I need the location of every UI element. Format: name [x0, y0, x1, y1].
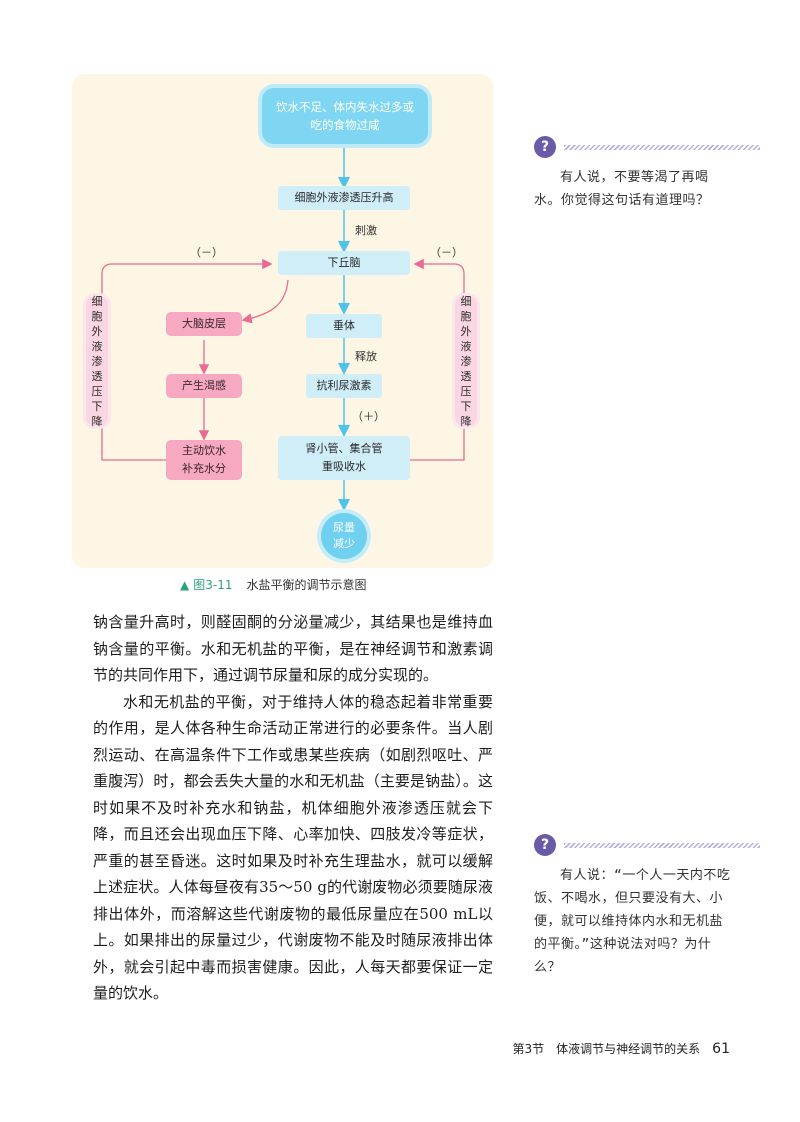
- body-text: 钠含量升高时，则醛固酮的分泌量减少，其结果也是维持血钠含量的平衡。水和无机盐的平…: [93, 609, 493, 1007]
- osmotic-up-text: 细胞外液渗透压升高: [294, 191, 394, 204]
- adh-text: 抗利尿激素: [316, 379, 372, 392]
- feedback-left-label: （－）: [190, 246, 223, 259]
- arrow-right-to-hypothalamus: [413, 258, 465, 300]
- flow-connectors: [101, 142, 465, 511]
- footer-section: 第3节 体液调节与神经调节的关系: [512, 1042, 701, 1056]
- osmotic-down-right-text: 细胞外液渗透压下降: [460, 294, 472, 428]
- caption-number: 图3-11: [193, 578, 233, 592]
- line-drink-to-left: [101, 424, 168, 461]
- osmotic-down-left-text: 细胞外液渗透压下降: [91, 294, 103, 428]
- body-paragraph-2: 水和无机盐的平衡，对于维持人体的稳态起着非常重要的作用，是人体各种生命活动正常进…: [93, 692, 493, 1003]
- kidney-node: 肾小管、集合管 重吸收水: [278, 436, 410, 480]
- figure-caption: ▲图3-11 水盐平衡的调节示意图: [180, 576, 367, 593]
- pituitary-text: 垂体: [333, 319, 355, 332]
- page-footer: 第3节 体液调节与神经调节的关系 61: [480, 1040, 730, 1057]
- question-icon: ?: [534, 834, 556, 856]
- body-paragraph-1: 钠含量升高时，则醛固酮的分泌量减少，其结果也是维持血钠含量的平衡。水和无机盐的平…: [93, 613, 493, 684]
- question-icon: ?: [534, 136, 556, 158]
- note-text-1: 有人说，不要等渴了再喝水。你觉得这句话有道理吗？: [534, 166, 734, 212]
- urine-text-2: 减少: [333, 537, 355, 550]
- arrow-hypothalamus-to-cortex: [241, 279, 289, 324]
- note-1-content: 有人说，不要等渴了再喝水。你觉得这句话有道理吗？: [534, 170, 710, 208]
- urine-text-1: 尿量: [333, 521, 355, 534]
- thirst-text: 产生渴感: [182, 379, 226, 392]
- note-header: ?: [534, 834, 760, 858]
- note-header: ?: [534, 136, 760, 160]
- cortex-node: 大脑皮层: [166, 312, 242, 336]
- osmotic-up-node: 细胞外液渗透压升高: [278, 186, 410, 210]
- drink-text-1: 主动饮水: [182, 444, 226, 457]
- start-node: 饮水不足、体内失水过多或吃的食物过咸: [262, 88, 428, 144]
- hypothalamus-text: 下丘脑: [327, 256, 361, 269]
- page-number: 61: [712, 1041, 730, 1057]
- hypothalamus-node: 下丘脑: [278, 251, 410, 275]
- kidney-text-2: 重吸收水: [322, 460, 366, 473]
- thirst-node: 产生渴感: [166, 374, 242, 398]
- note-text-2: 有人说：“一个人一天内不吃饭、不喝水，但只要没有大、小便，就可以维持体内水和无机…: [534, 864, 734, 979]
- side-note-2: ? 有人说：“一个人一天内不吃饭、不喝水，但只要没有大、小便，就可以维持体内水和…: [534, 834, 760, 979]
- kidney-text-1: 肾小管、集合管: [305, 442, 383, 455]
- pituitary-node: 垂体: [306, 314, 382, 338]
- figure-panel: [72, 74, 493, 568]
- release-label: 释放: [355, 350, 377, 363]
- drink-node: 主动饮水 补充水分: [166, 440, 242, 480]
- caption-triangle-icon: ▲: [180, 578, 190, 592]
- feedback-right-label: （－）: [430, 246, 463, 259]
- urine-node: 尿量 减少: [321, 513, 367, 559]
- arrow-left-to-hypothalamus: [101, 258, 273, 300]
- osmotic-down-left-node: 细胞外液渗透压下降: [86, 294, 108, 428]
- line-kidney-to-right: [410, 424, 465, 461]
- osmotic-down-right-node: 细胞外液渗透压下降: [455, 294, 477, 428]
- adh-node: 抗利尿激素: [306, 374, 382, 398]
- note-2-content: 有人说：“一个人一天内不吃饭、不喝水，但只要没有大、小便，就可以维持体内水和无机…: [534, 868, 731, 975]
- side-note-1: ? 有人说，不要等渴了再喝水。你觉得这句话有道理吗？: [534, 136, 760, 212]
- hatch-divider: [564, 145, 760, 150]
- plus-label: （＋）: [352, 410, 385, 423]
- stimulate-label: 刺激: [355, 224, 377, 237]
- cortex-text: 大脑皮层: [182, 317, 226, 330]
- start-text: 饮水不足、体内失水过多或吃的食物过咸: [276, 100, 414, 132]
- caption-title: 水盐平衡的调节示意图: [246, 578, 367, 592]
- hatch-divider: [564, 843, 760, 848]
- drink-text-2: 补充水分: [182, 462, 226, 475]
